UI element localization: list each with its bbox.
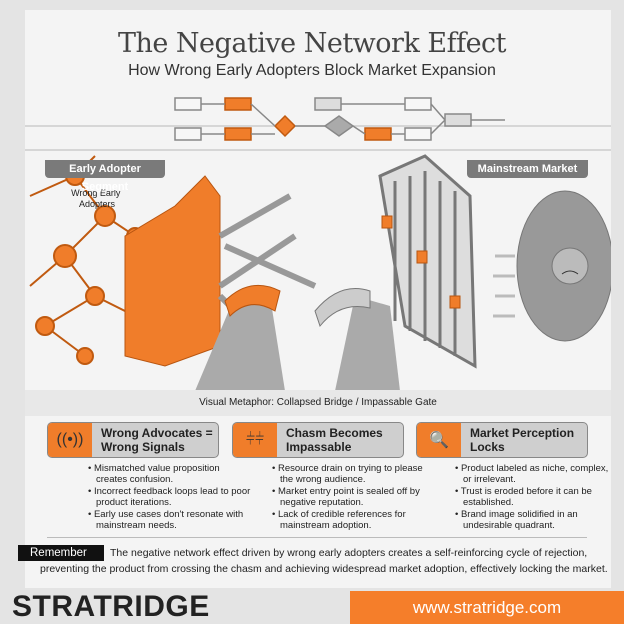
collapsed-bridge (195, 284, 400, 391)
callout-line-2: Adopters (79, 199, 116, 209)
mainstream-crowd (516, 190, 611, 342)
brick-wall (124, 175, 221, 367)
card-market-perception: 🔍 Market Perception Locks (416, 422, 588, 458)
bullet: Mismatched value proposition creates con… (88, 463, 253, 485)
callout-wrong-adopters: Wrong Early Adopters (71, 188, 123, 209)
broken-bridge-icon: ⫩⫩ (233, 423, 277, 457)
bullet: Market entry point is sealed off by nega… (272, 486, 437, 508)
card-chasm-impassable: ⫩⫩ Chasm Becomes Impassable (232, 422, 404, 458)
deflected-arrows (217, 193, 317, 319)
visual-metaphor-caption: Visual Metaphor: Collapsed Bridge / Impa… (25, 390, 611, 416)
divider (47, 537, 587, 538)
remember-text: The negative network effect driven by wr… (40, 547, 608, 575)
page-subtitle: How Wrong Early Adopters Block Market Ex… (128, 62, 496, 79)
mainstream-market-label: Mainstream Market (467, 160, 588, 178)
card-title: Chasm Becomes Impassable (286, 426, 383, 454)
rejection-arrows (493, 254, 515, 318)
bullet: Lack of credible references for mainstre… (272, 509, 437, 531)
bullet: Brand image solidified in an undesirable… (455, 509, 610, 531)
bullet: Early use cases don't resonate with main… (88, 509, 253, 531)
padlock-magnifier-icon: 🔍 (417, 423, 461, 457)
bullet: Product labeled as niche, complex, or ir… (455, 463, 610, 485)
signal-broadcast-icon: ((•)) (48, 423, 92, 457)
bullet-list-perception: Product labeled as niche, complex, or ir… (455, 463, 610, 532)
website-link[interactable]: www.stratridge.com (350, 591, 624, 624)
card-wrong-advocates: ((•)) Wrong Advocates = Wrong Signals (47, 422, 219, 458)
bullet: Incorrect feedback loops lead to poor pr… (88, 486, 253, 508)
early-adopter-segment-label: Early Adopter Segment (45, 160, 165, 193)
remember-label: Remember (18, 545, 104, 561)
page-title: The Negative Network Effect (117, 28, 507, 59)
locked-gate (378, 154, 477, 369)
bullet-list-wrong-advocates: Mismatched value proposition creates con… (88, 463, 253, 532)
process-flow-diagram (25, 97, 611, 151)
card-title: Wrong Advocates = Wrong Signals (101, 426, 213, 454)
illustration: Wrong Early Adopters (25, 97, 611, 391)
bullet: Trust is eroded before it can be establi… (455, 486, 610, 508)
callout-line-1: Wrong Early (71, 188, 121, 198)
card-title: Market Perception Locks (470, 426, 575, 454)
bullet: Resource drain on trying to please the w… (272, 463, 437, 485)
bullet-list-chasm: Resource drain on trying to please the w… (272, 463, 437, 532)
stratridge-logo: STRATRIDGE (12, 590, 210, 623)
